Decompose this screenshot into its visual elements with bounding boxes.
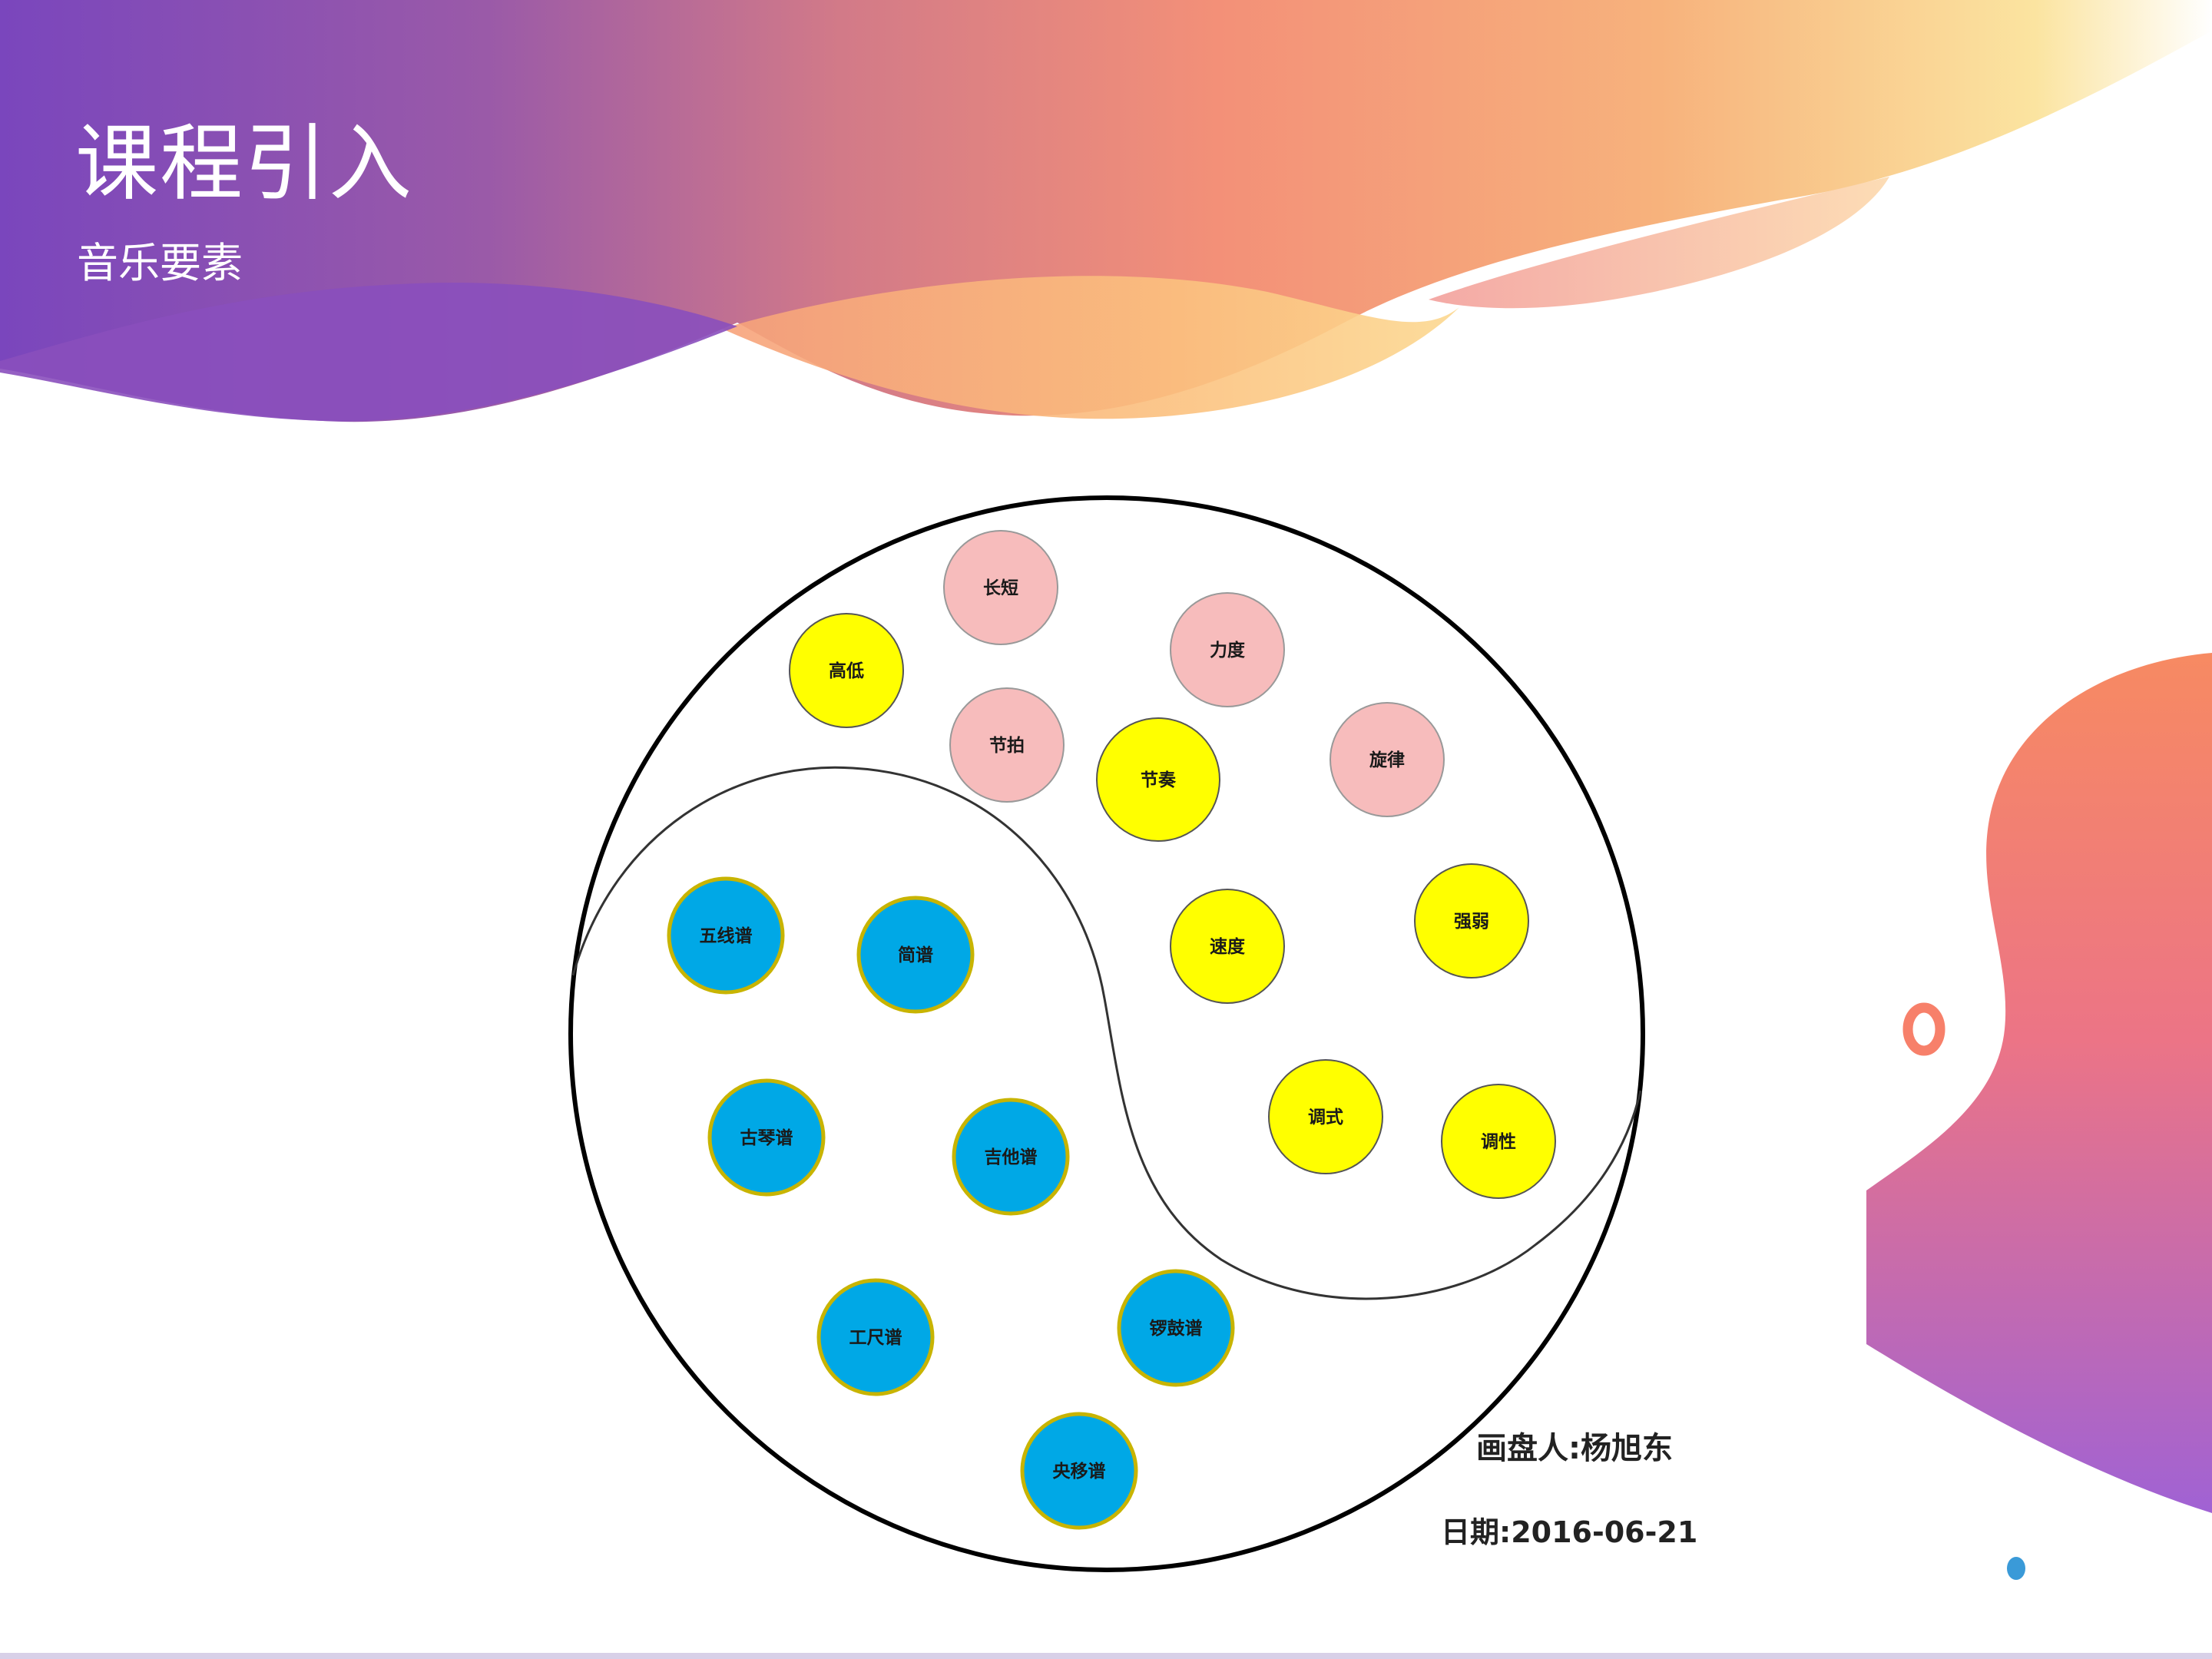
element-label: 央移谱 [1053, 1461, 1106, 1482]
element-node-blue [952, 1098, 1070, 1216]
element-node-yellow [1441, 1084, 1556, 1199]
element-label: 工尺谱 [849, 1327, 902, 1348]
element-node-yellow [1414, 863, 1529, 979]
element-node-pink [1330, 702, 1445, 817]
date-label: 日期:2016-06-21 [1441, 1515, 1698, 1549]
element-label: 锣鼓谱 [1150, 1318, 1203, 1339]
page-subtitle: 音乐要素 [77, 239, 243, 287]
element-node-blue [1117, 1269, 1235, 1387]
element-node-blue [667, 876, 785, 995]
element-label: 节奏 [1141, 770, 1177, 790]
element-label: 速度 [1210, 936, 1246, 957]
element-label: 旋律 [1369, 750, 1405, 770]
painter-label: 画盘人:杨旭东 [1476, 1431, 1673, 1466]
element-label: 高低 [829, 661, 864, 681]
element-label: 简谱 [898, 945, 933, 965]
element-node-pink [1170, 592, 1285, 707]
element-node-pink [949, 687, 1065, 803]
yin-yang-curve [571, 766, 1642, 1300]
element-node-blue [1020, 1412, 1138, 1530]
element-label: 五线谱 [700, 926, 753, 946]
bottom-divider [0, 1653, 2212, 1659]
element-label: 节拍 [989, 736, 1025, 756]
element-node-yellow [1096, 717, 1220, 842]
element-node-yellow [789, 613, 904, 728]
element-node-yellow [1170, 889, 1285, 1004]
element-node-pink [943, 530, 1058, 645]
element-label: 调式 [1308, 1108, 1343, 1128]
element-node-blue [816, 1278, 935, 1396]
outer-circle [568, 495, 1645, 1572]
element-node-yellow [1268, 1059, 1383, 1174]
element-label: 吉他谱 [985, 1147, 1038, 1167]
element-label: 调性 [1481, 1132, 1516, 1152]
element-label: 强弱 [1454, 912, 1489, 932]
element-label: 力度 [1210, 640, 1246, 661]
element-label: 长短 [983, 578, 1018, 598]
element-node-blue [856, 896, 975, 1014]
element-node-blue [707, 1078, 826, 1197]
element-label: 古琴谱 [740, 1128, 793, 1148]
page-title: 课程引入 [75, 116, 414, 212]
